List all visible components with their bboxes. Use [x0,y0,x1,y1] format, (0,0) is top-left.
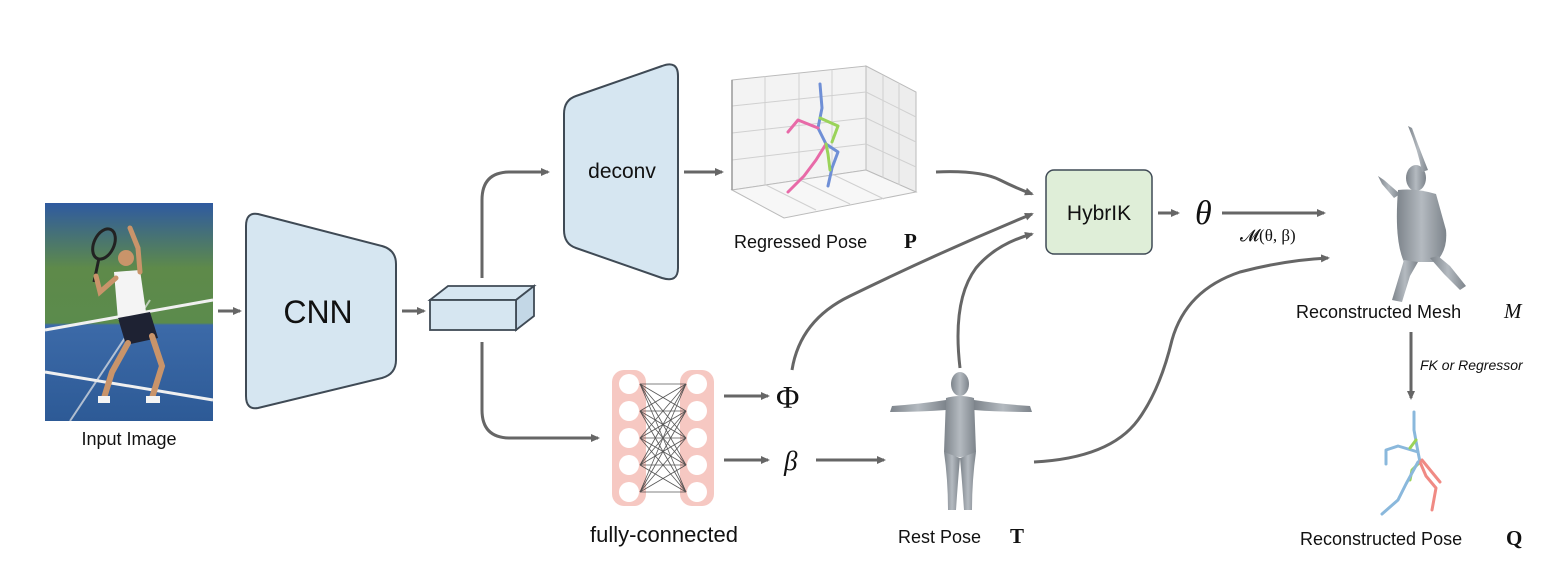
input-image-label: Input Image [81,429,176,449]
input-image [44,203,214,422]
arrow-restpose-to-mesh [1033,254,1330,464]
hybrik-label: HybrIK [1067,202,1131,225]
feature-volume [427,284,537,332]
regressed-pose-plot [730,65,918,219]
fk-regressor-label: FK or Regressor [1420,357,1524,373]
arrow-restpose-to-hybrik [956,232,1034,369]
phi-symbol: Φ [776,379,799,415]
deconv-block [563,63,679,281]
fully-connected-block [612,370,714,506]
regressed-pose-symbol: P [904,229,917,253]
rest-pose-label: Rest Pose [898,527,981,547]
reconstructed-mesh [1378,126,1466,302]
hybrik-block [1045,169,1153,255]
mesh-function-label: 𝓜(θ, β) [1240,226,1296,245]
reconstructed-pose-label: Reconstructed Pose [1300,529,1462,549]
arrow-feature-to-fc [480,342,600,442]
arrow-phi-to-hybrik [790,212,1034,371]
regressed-pose-label: Regressed Pose [734,232,867,252]
deconv-label: deconv [588,160,656,183]
cnn-label: CNN [283,294,352,330]
reconstructed-mesh-symbol: M [1503,299,1523,323]
reconstructed-pose-skeleton [1380,410,1442,516]
rest-pose-symbol: T [1010,524,1024,548]
cnn-block [245,212,397,410]
beta-symbol: β [783,446,798,476]
arrow-feature-to-deconv [480,168,550,278]
arrow-pose-to-hybrik [935,170,1034,196]
reconstructed-pose-symbol: Q [1506,526,1522,550]
rest-pose-mesh [890,372,1032,510]
reconstructed-mesh-label: Reconstructed Mesh [1296,302,1461,322]
fully-connected-label: fully-connected [590,522,738,547]
theta-symbol: θ [1195,195,1212,232]
